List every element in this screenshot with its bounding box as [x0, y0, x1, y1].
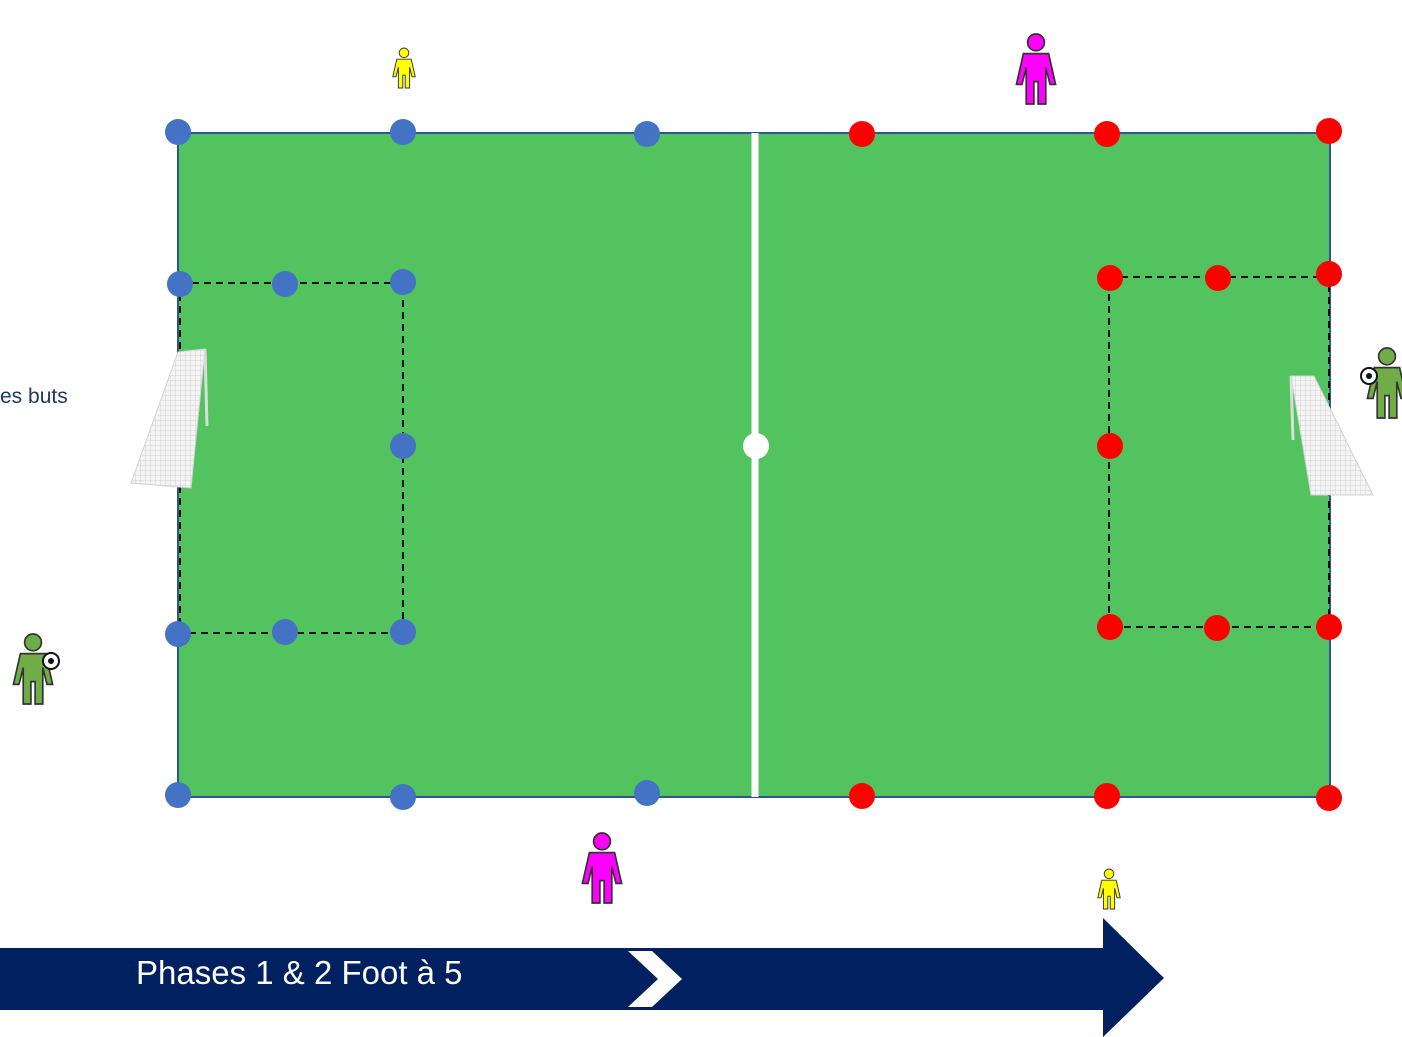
- magenta-player-icon: [582, 833, 621, 903]
- red-cone-icon: [1204, 615, 1230, 641]
- right-goalkeeper-icon: [1361, 348, 1402, 418]
- red-cone-icon: [1097, 614, 1123, 640]
- blue-cone-icon: [272, 619, 298, 645]
- red-cone-icon: [1097, 433, 1123, 459]
- blue-cone-icon: [165, 119, 191, 145]
- red-cone-icon: [1205, 265, 1231, 291]
- center-spot: [743, 433, 769, 459]
- blue-cone-icon: [165, 782, 191, 808]
- banner-title: Phases 1 & 2 Foot à 5: [136, 954, 463, 992]
- blue-cone-icon: [390, 619, 416, 645]
- red-cone-icon: [1316, 614, 1342, 640]
- magenta-player-icon: [1016, 34, 1055, 104]
- blue-cone-icon: [390, 119, 416, 145]
- red-cone-icon: [849, 121, 875, 147]
- red-cone-icon: [1097, 265, 1123, 291]
- yellow-player-icon: [1098, 869, 1120, 909]
- blue-cone-icon: [165, 621, 191, 647]
- blue-cone-icon: [390, 269, 416, 295]
- side-label: es buts: [0, 385, 68, 409]
- blue-cone-icon: [167, 271, 193, 297]
- blue-cone-icon: [390, 433, 416, 459]
- yellow-player-icon: [393, 48, 415, 88]
- red-cone-icon: [849, 783, 875, 809]
- blue-cone-icon: [634, 121, 660, 147]
- red-cone-icon: [1094, 783, 1120, 809]
- red-cone-icon: [1316, 261, 1342, 287]
- ball-icon: [1361, 368, 1377, 384]
- red-cone-icon: [1094, 121, 1120, 147]
- red-cone-icon: [1316, 118, 1342, 144]
- blue-cone-icon: [272, 271, 298, 297]
- red-cone-icon: [1316, 785, 1342, 811]
- blue-cone-icon: [390, 784, 416, 810]
- left-goalkeeper-icon: [13, 634, 59, 704]
- ball-icon: [43, 653, 59, 669]
- blue-cone-icon: [634, 780, 660, 806]
